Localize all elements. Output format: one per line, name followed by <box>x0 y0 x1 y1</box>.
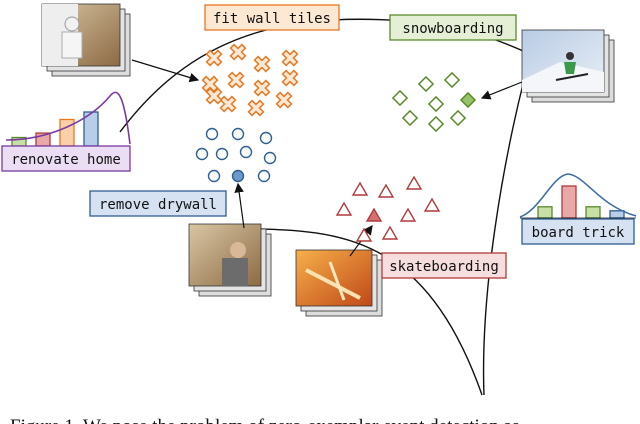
triangle-marker <box>377 183 395 198</box>
diamond-marker <box>401 109 419 127</box>
diamond-marker <box>449 109 467 127</box>
histogram-bar <box>585 206 601 219</box>
label-skateboarding: skateboarding <box>381 252 507 279</box>
photo-stack-drywall <box>188 223 272 297</box>
label-board-trick: board trick <box>521 218 635 245</box>
cross-marker <box>247 99 265 117</box>
svg-text:board trick: board trick <box>532 225 625 241</box>
cross-marker <box>281 69 299 87</box>
diamond-cluster <box>391 71 477 133</box>
diamond-marker <box>427 115 445 133</box>
cross-marker <box>281 49 299 67</box>
svg-text:fit wall tiles: fit wall tiles <box>213 11 331 27</box>
label-snowboarding: snowboarding <box>389 14 517 41</box>
label-remove-drywall: remove drywall <box>89 190 227 217</box>
triangle-marker <box>381 225 399 240</box>
circle-marker <box>207 169 221 183</box>
label-renovate-home: renovate home <box>1 145 131 172</box>
triangle-marker-highlight <box>365 207 383 222</box>
diamond-marker <box>427 95 445 113</box>
triangle-cluster <box>335 175 441 242</box>
diamond-marker <box>443 71 461 89</box>
circle-marker <box>205 127 219 141</box>
triangle-marker <box>355 227 373 242</box>
histogram-renovate-home <box>11 111 99 147</box>
circle-marker <box>239 145 253 159</box>
histogram-bar <box>537 206 553 219</box>
circle-marker <box>215 147 229 161</box>
histogram-board-trick <box>537 185 625 219</box>
triangle-marker <box>423 197 441 212</box>
circle-cluster <box>195 127 277 183</box>
histogram-bar <box>609 210 625 219</box>
circle-marker <box>263 151 277 165</box>
circle-marker-highlight <box>231 169 245 183</box>
cross-marker <box>275 91 293 109</box>
diamond-marker <box>391 89 409 107</box>
label-fit-wall-tiles: fit wall tiles <box>204 4 340 31</box>
histogram-bar <box>59 118 75 147</box>
photo-stack-tiles <box>41 3 131 77</box>
circle-marker <box>259 131 273 145</box>
diamond-marker-highlight <box>459 91 477 109</box>
histogram-bar <box>561 185 577 219</box>
svg-text:renovate home: renovate home <box>11 152 121 168</box>
triangle-marker <box>351 181 369 196</box>
circle-marker <box>195 147 209 161</box>
photo-stack-skate <box>295 249 383 317</box>
figure-caption: Figure 1. We pose the problem of zero-ex… <box>10 416 519 424</box>
triangle-marker <box>399 207 417 222</box>
cross-cluster <box>201 43 299 117</box>
photo-stack-snowboard <box>521 29 615 103</box>
svg-text:skateboarding: skateboarding <box>389 259 499 275</box>
svg-text:remove drywall: remove drywall <box>99 197 217 213</box>
triangle-marker <box>405 175 423 190</box>
distribution-curve-renovate <box>5 91 131 145</box>
cross-marker <box>227 71 245 89</box>
distribution-curve-board <box>519 173 637 218</box>
cross-marker <box>205 87 223 105</box>
circle-marker <box>231 127 245 141</box>
diamond-marker <box>417 75 435 93</box>
cross-marker <box>253 55 271 73</box>
circle-marker <box>257 169 271 183</box>
cross-marker <box>219 95 237 113</box>
cross-marker <box>253 79 271 97</box>
svg-text:snowboarding: snowboarding <box>402 21 503 37</box>
cross-marker <box>229 43 247 61</box>
cross-marker <box>201 75 219 93</box>
triangle-marker <box>335 201 353 216</box>
cross-marker <box>205 49 223 67</box>
